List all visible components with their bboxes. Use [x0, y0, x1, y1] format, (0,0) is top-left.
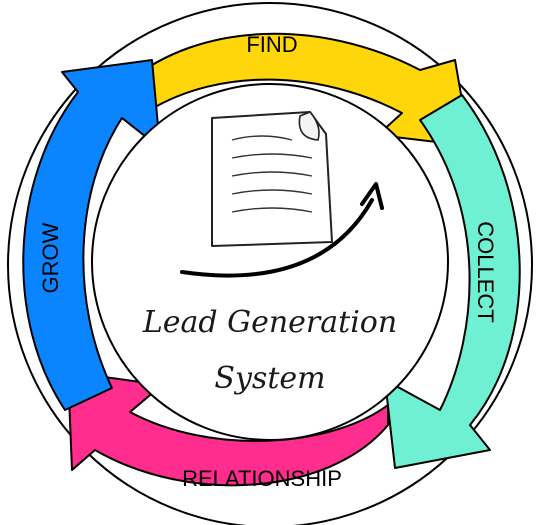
- grow-arrow: [22, 59, 161, 411]
- document-with-curved-arrow-icon: [180, 111, 384, 278]
- relationship-label: RELATIONSHIP: [182, 466, 342, 491]
- collect-arrow: [384, 94, 521, 469]
- document-curl: [298, 111, 320, 141]
- collect-label: COLLECT: [473, 221, 498, 322]
- center-title-line2: System: [214, 361, 325, 396]
- grow-label: GROW: [38, 222, 63, 293]
- curved-arrow-head: [360, 182, 384, 210]
- center-disc: [91, 83, 449, 441]
- curved-arrow: [180, 198, 374, 278]
- document-page: [211, 111, 333, 247]
- outer-ring-outline: [7, 2, 533, 525]
- find-label: FIND: [246, 32, 297, 57]
- center-title-line1: Lead Generation: [142, 305, 397, 340]
